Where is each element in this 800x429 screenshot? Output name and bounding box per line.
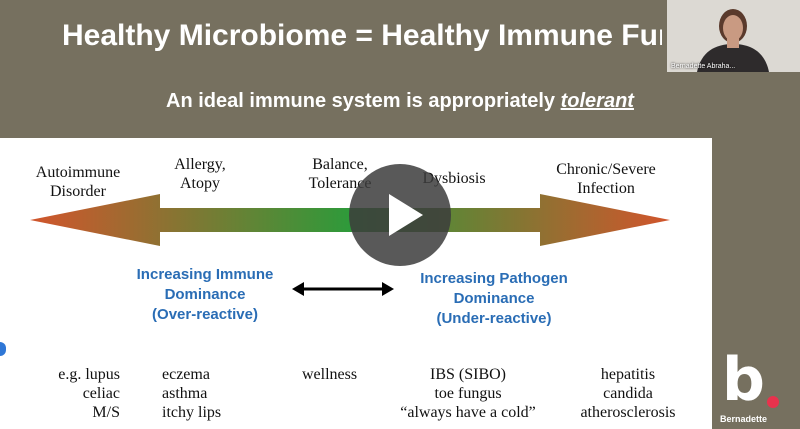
logo-letter: b [722,345,765,415]
pathogen-dominance-label: Increasing Pathogen Dominance (Under-rea… [420,270,568,327]
logo-dot [767,396,779,408]
slide-content: Autoimmune Disorder Allergy, Atopy Balan… [0,138,712,429]
slide-title: Healthy Microbiome = Healthy Immune Func… [62,19,662,52]
subtitle-prefix: An ideal immune system is appropriately [166,90,561,112]
subtitle-emphasis: tolerant [560,90,634,112]
participant-name: Bernadette Abraha... [671,63,736,70]
examples-chronic: hepatitis candida atherosclerosis [580,366,676,421]
play-button[interactable] [349,164,451,266]
logo-name: Bernadette [720,414,768,424]
participant-silhouette [667,0,800,72]
examples-allergy: eczema asthma itchy lips [162,366,222,421]
slide-subtitle: An ideal immune system is appropriately … [0,90,800,113]
immune-dominance-label: Increasing Immune Dominance (Over-reacti… [136,266,274,323]
examples-balance: wellness [302,366,358,383]
participant-video: Bernadette Abraha... [667,0,800,72]
label-autoimmune: Autoimmune Disorder [35,164,121,200]
label-allergy: Allergy, Atopy [174,156,226,192]
play-icon [389,194,423,236]
brand-logo: b Bernadette [714,348,800,429]
examples-autoimmune: e.g. lupus celiac M/S [58,366,120,421]
examples-dysbiosis: IBS (SIBO) toe fungus “always have a col… [400,366,536,421]
label-chronic-infection: Chronic/Severe Infection [556,161,656,197]
double-arrow-icon [292,282,394,296]
side-indicator [0,342,6,356]
